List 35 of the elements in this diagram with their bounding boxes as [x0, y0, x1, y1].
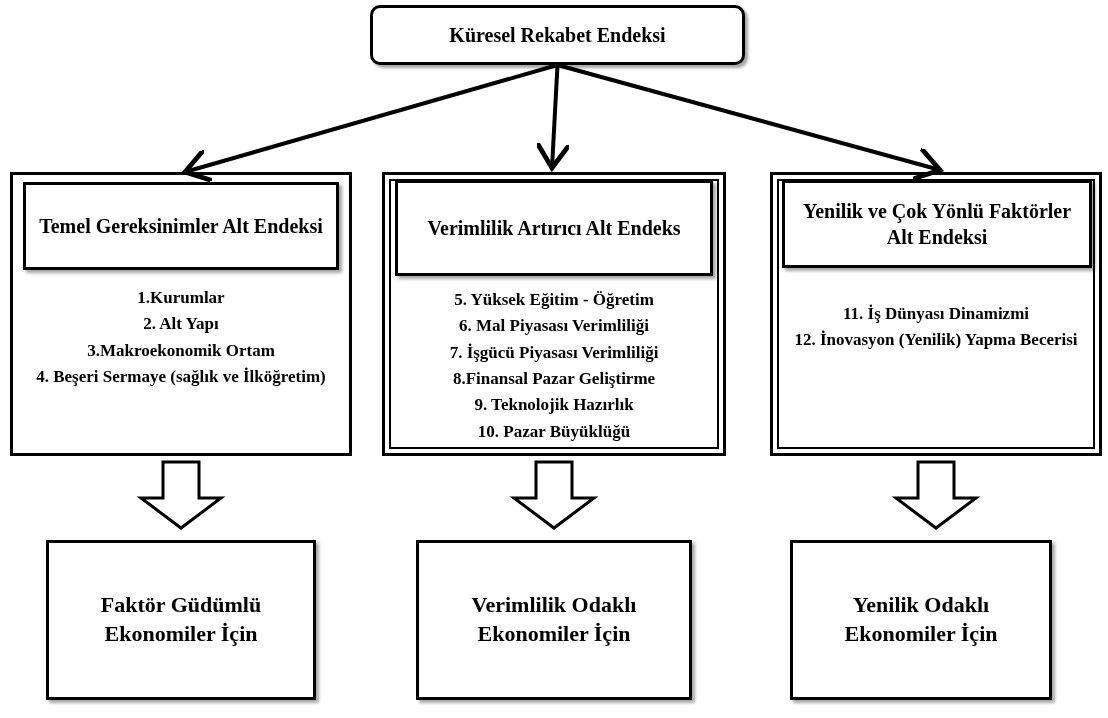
box-title: Faktör Güdümlü Ekonomiler İçin: [99, 591, 263, 648]
column-box: [382, 172, 726, 456]
block-arrow: [136, 460, 226, 530]
box-title: Yenilik Odaklı Ekonomiler İçin: [843, 591, 999, 648]
box-title: Küresel Rekabet Endeksi: [449, 23, 666, 48]
arrow: [556, 63, 943, 182]
arrow: [534, 64, 572, 171]
heading-box: [782, 180, 1092, 268]
heading-box: [395, 180, 713, 276]
list-item: 2. Alt Yapı: [143, 313, 219, 336]
column-box: [770, 172, 1102, 456]
list-item: 6. Mal Piyasası Verimliliği: [459, 315, 649, 338]
box-title: Temel Gereksinimler Alt Endeksi: [39, 214, 323, 239]
result-box: [46, 540, 316, 700]
list-item: 4. Beşeri Sermaye (sağlık ve İlköğretim): [36, 366, 326, 389]
list-item: 1.Kurumlar: [137, 287, 225, 309]
result-box: [790, 540, 1052, 700]
block-arrow: [891, 460, 981, 530]
list-item: 11. İş Dünyası Dinamizmi: [842, 303, 1030, 325]
arrow: [182, 63, 559, 184]
list-item: 7. İşgücü Piyasası Verimliliği: [449, 341, 659, 364]
heading-box: [23, 182, 339, 270]
box-title: Verimlilik Artırıcı Alt Endeks: [427, 216, 681, 241]
root-box: [370, 5, 745, 65]
box-title: Yenilik ve Çok Yönlü Faktörler Alt Endeksi: [801, 199, 1073, 250]
list-item: 10. Pazar Büyüklüğü: [477, 420, 631, 443]
result-box: [416, 540, 692, 700]
list-item: 12. İnovasyon (Yenilik) Yapma Becerisi: [794, 329, 1078, 352]
list-item: 5. Yüksek Eğitim - Öğretim: [454, 289, 654, 311]
block-arrow: [509, 460, 599, 530]
box-title: Verimlilik Odaklı Ekonomiler İçin: [470, 591, 638, 648]
list-item: 8.Finansal Pazar Geliştirme: [452, 368, 656, 391]
column-box: [10, 172, 352, 456]
list-item: 9. Teknolojik Hazırlık: [474, 394, 634, 417]
list-item: 3.Makroekonomik Ortam: [87, 339, 275, 362]
